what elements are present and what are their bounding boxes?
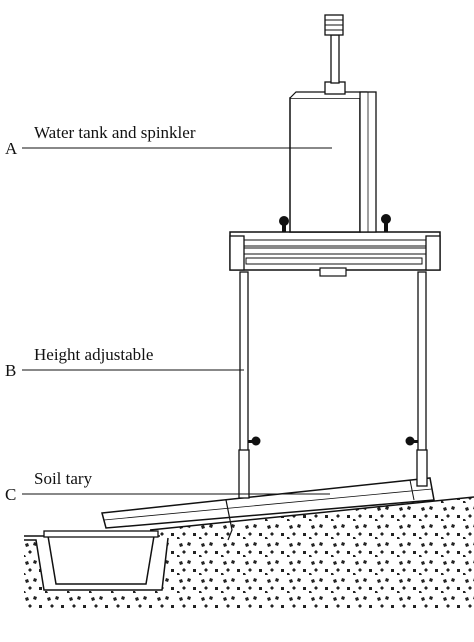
sprinkler-frame-icon bbox=[229, 214, 441, 277]
label-height-adjustable: Height adjustable bbox=[34, 345, 153, 364]
label-water-tank: Water tank and spinkler bbox=[34, 123, 196, 142]
water-tank-icon bbox=[289, 14, 377, 233]
soil-tray-icon bbox=[101, 477, 435, 541]
adjustable-leg-icon-right bbox=[405, 271, 428, 487]
soil-ground-icon bbox=[24, 496, 474, 608]
label-soil-tray: Soil tary bbox=[34, 469, 93, 488]
label-a-letter: A bbox=[5, 139, 18, 158]
adjustable-leg-icon bbox=[238, 271, 261, 499]
label-c-letter: C bbox=[5, 485, 16, 504]
collection-basin-icon bbox=[24, 530, 160, 585]
label-b-letter: B bbox=[5, 361, 16, 380]
